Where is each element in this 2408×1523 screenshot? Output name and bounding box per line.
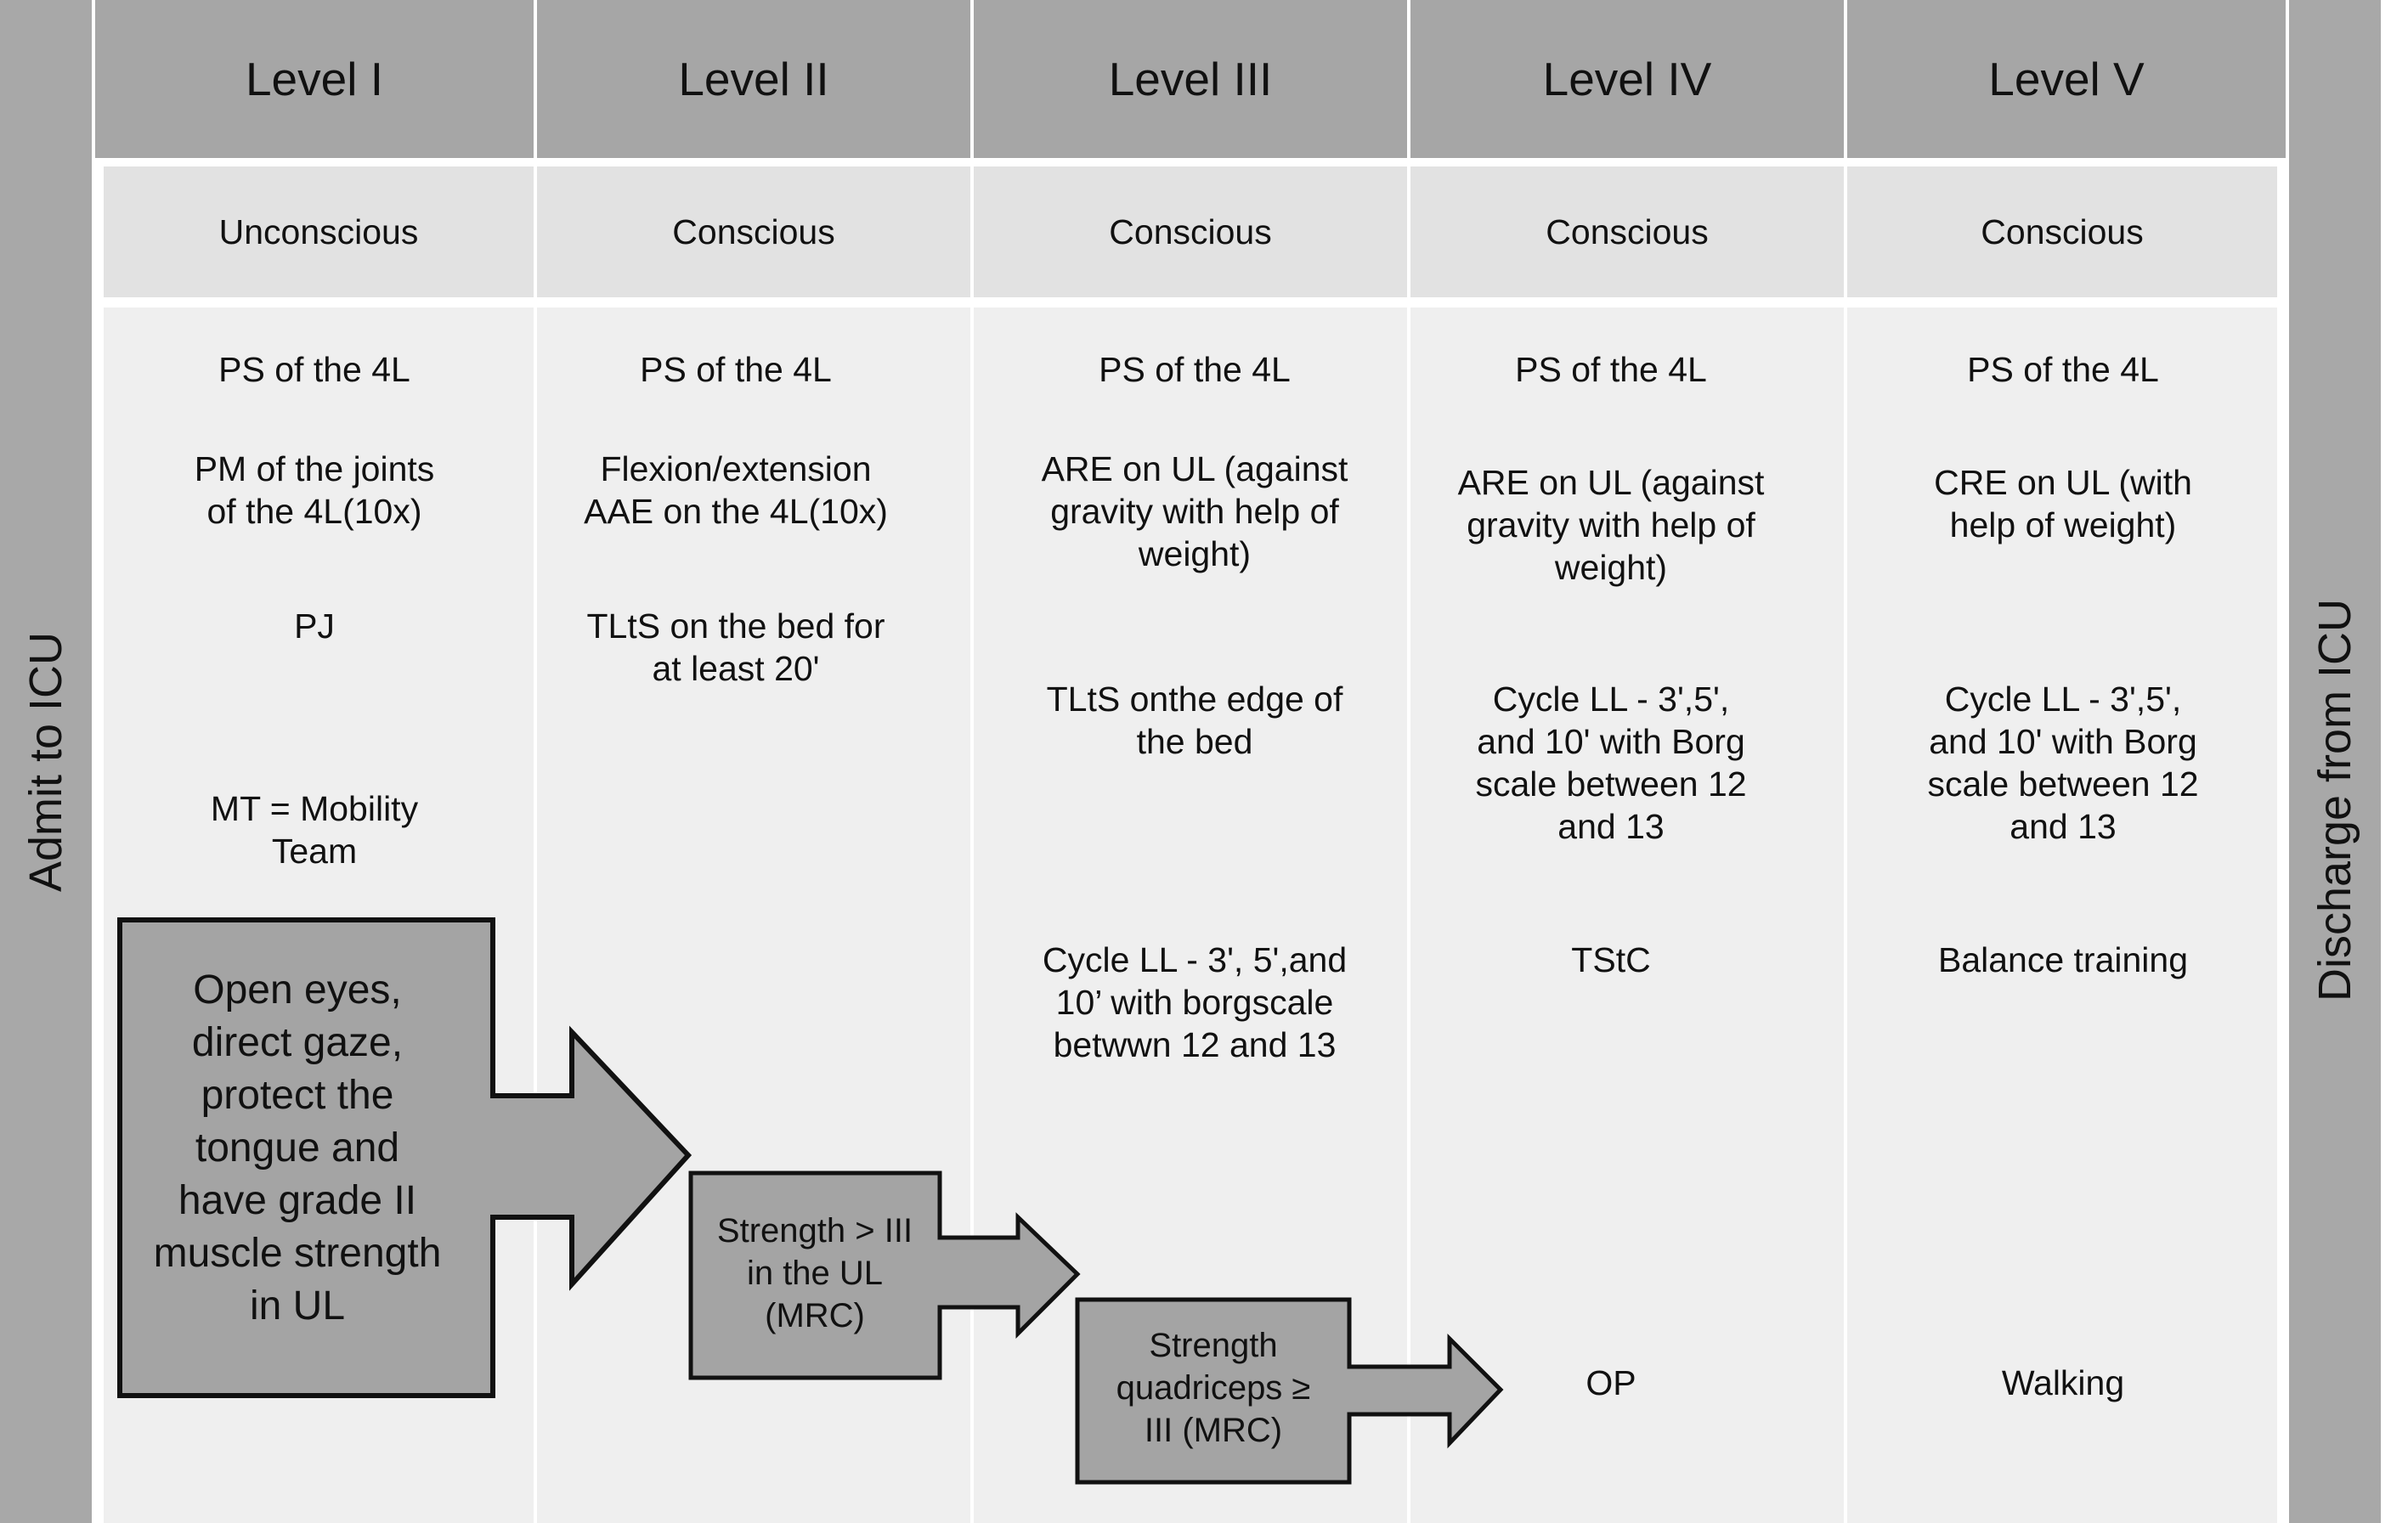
level-5-item: Cycle LL - 3',5', and 10' with Borg scal… <box>1927 680 2199 846</box>
discharge-from-icu-bar: Discharge from ICU <box>2289 0 2381 1523</box>
level-4-item: Cycle LL - 3',5', and 10' with Borg scal… <box>1475 680 1747 846</box>
criteria-arrow-1 <box>117 917 692 1398</box>
criteria-arrow-2 <box>688 1170 1081 1380</box>
level-3-state: Conscious <box>974 166 1407 297</box>
criteria-2-text: Strength > III in the UL (MRC) <box>716 1212 913 1334</box>
level-2-item: PS of the 4L <box>640 350 832 389</box>
level-4-column <box>1410 307 1844 1523</box>
level-4-item: OP <box>1586 1363 1636 1402</box>
level-4-state: Conscious <box>1410 166 1844 297</box>
criteria-3-text: Strength quadriceps ≥ III (MRC) <box>1116 1327 1311 1449</box>
level-5-item: Balance training <box>1937 940 2189 979</box>
level-3-header: Level III <box>974 0 1407 158</box>
level-3-item: PS of the 4L <box>1099 350 1291 389</box>
level-5-item: CRE on UL (with help of weight) <box>1934 463 2192 544</box>
level-1-state: Unconscious <box>104 166 534 297</box>
admit-to-icu-bar: Admit to ICU <box>0 0 92 1523</box>
level-5-item: PS of the 4L <box>1967 350 2159 389</box>
level-4-item: PS of the 4L <box>1515 350 1707 389</box>
level-1-item: PJ <box>294 606 335 646</box>
level-3-item: TLtS onthe edge of the bed <box>1046 680 1343 761</box>
level-2-state: Conscious <box>537 166 970 297</box>
criteria-arrow-3 <box>1075 1297 1504 1485</box>
level-4-item: TStC <box>1571 940 1651 979</box>
level-5-state: Conscious <box>1847 166 2277 297</box>
level-4-item: ARE on UL (against gravity with help of … <box>1457 463 1765 587</box>
level-1-item: MT = Mobility Team <box>210 789 419 871</box>
level-2-item: Flexion/extension AAE on the 4L(10x) <box>584 449 888 531</box>
level-5-header: Level V <box>1847 0 2286 158</box>
level-4-header: Level IV <box>1410 0 1844 158</box>
level-5-item: Walking <box>2001 1363 2125 1402</box>
level-3-item: Cycle LL - 3', 5',and 10’ with borgscale… <box>1042 940 1348 1064</box>
level-5-column <box>1847 307 2277 1523</box>
level-3-item: ARE on UL (against gravity with help of … <box>1041 449 1348 573</box>
level-1-item: PM of the joints of the 4L(10x) <box>194 449 435 531</box>
level-2-item: TLtS on the bed for at least 20' <box>586 606 885 688</box>
criteria-1-text: Open eyes, direct gaze, protect the tong… <box>153 967 442 1328</box>
level-1-item: PS of the 4L <box>218 350 410 389</box>
level-1-header: Level I <box>95 0 534 158</box>
level-2-header: Level II <box>537 0 970 158</box>
